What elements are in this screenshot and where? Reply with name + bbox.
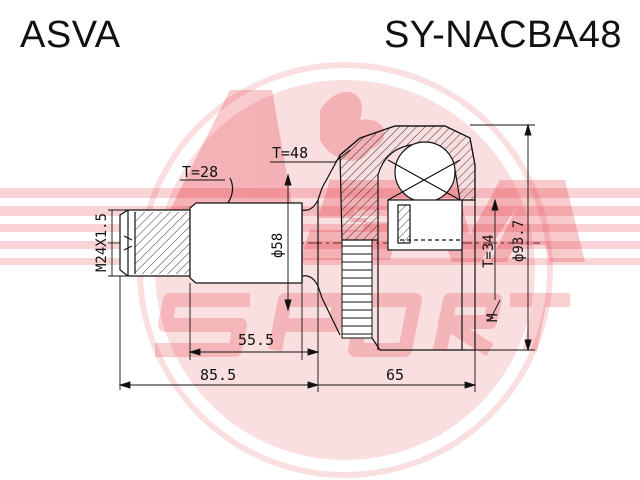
dim-55-5-label: 55.5 [238, 331, 274, 349]
dim-t28-label: T=28 [182, 163, 218, 181]
dim-abs-marker-label: M [485, 314, 501, 322]
dim-diam93-label: ф93.7 [511, 220, 527, 262]
shaft [189, 177, 303, 284]
dim-diam58-label: ф58 [270, 233, 286, 258]
dimension-lines [108, 123, 535, 392]
outer-housing [339, 125, 476, 351]
housing-neck [301, 154, 341, 336]
brand-label: ASVA [20, 14, 121, 56]
dim-85-5-label: 85.5 [200, 366, 236, 384]
dim-thread-label: M24X1.5 [94, 213, 110, 272]
part-number-label: SY-NACBA48 [383, 14, 622, 56]
dim-65-label: 65 [386, 366, 404, 384]
dim-t34-label: T=34 [481, 234, 497, 268]
abs-ring [341, 239, 373, 339]
dim-t48-label: T=48 [272, 144, 308, 162]
threaded-stub [119, 209, 191, 277]
